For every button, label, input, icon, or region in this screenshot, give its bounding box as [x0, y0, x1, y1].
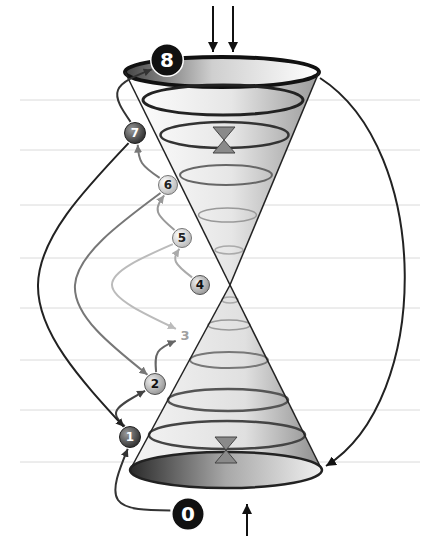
cone-edge [125, 72, 230, 285]
terminal-circle: 8 [150, 43, 184, 77]
step-circle: 5 [172, 228, 192, 248]
step-number: 4 [196, 279, 204, 291]
step-circle: 7 [124, 122, 146, 144]
circle-shape [175, 325, 195, 345]
circle-shape [120, 427, 141, 448]
step-number: 0 [181, 504, 195, 524]
flow-arrow [158, 195, 175, 230]
step-marker: 3 [175, 325, 195, 345]
step-circle: 6 [158, 175, 178, 195]
step-circle: 2 [144, 373, 166, 395]
circle-shape [125, 123, 146, 144]
spiral-turn [168, 389, 288, 411]
cone-edge [230, 72, 319, 285]
flow-arrow [117, 69, 151, 121]
step-number: 3 [180, 329, 189, 342]
step-number: 8 [160, 50, 174, 70]
circle-shape [172, 498, 205, 531]
flow-arrow [156, 341, 176, 372]
flow-arrow [38, 143, 129, 427]
hourglass-symbol [215, 437, 237, 463]
flow-arrow [116, 391, 145, 426]
hourglass-symbol [213, 127, 235, 153]
flow-arrow [175, 249, 192, 278]
step-circle: 4 [190, 275, 210, 295]
circle-shape [145, 374, 166, 395]
cone-edge [230, 285, 322, 470]
input-arrow [232, 6, 234, 52]
step-number: 6 [164, 179, 172, 191]
spiral-turn [199, 208, 257, 222]
spiral-turn [143, 85, 303, 115]
circle-shape [151, 44, 184, 77]
step-number: 7 [131, 127, 139, 139]
flow-arrow [115, 449, 170, 511]
step-circle: 1 [119, 426, 141, 448]
flow-arrow [75, 193, 161, 375]
step-number: 5 [178, 232, 186, 244]
step-number: 2 [151, 378, 159, 390]
circle-shape [159, 176, 178, 195]
circle-shape [173, 229, 192, 248]
spiral-turn [180, 165, 272, 185]
terminal-circle: 0 [171, 497, 205, 531]
return-arc [320, 78, 405, 466]
lower-cone [130, 285, 322, 470]
flow-arrow [112, 244, 176, 329]
spiral-turn [190, 352, 268, 368]
circle-shape [191, 276, 210, 295]
spiral-turn [208, 320, 250, 330]
step-number: 1 [126, 431, 134, 443]
input-arrow [246, 504, 248, 536]
flow-arrow [138, 145, 160, 178]
input-arrow [212, 6, 214, 52]
spiral-turn [215, 246, 243, 254]
